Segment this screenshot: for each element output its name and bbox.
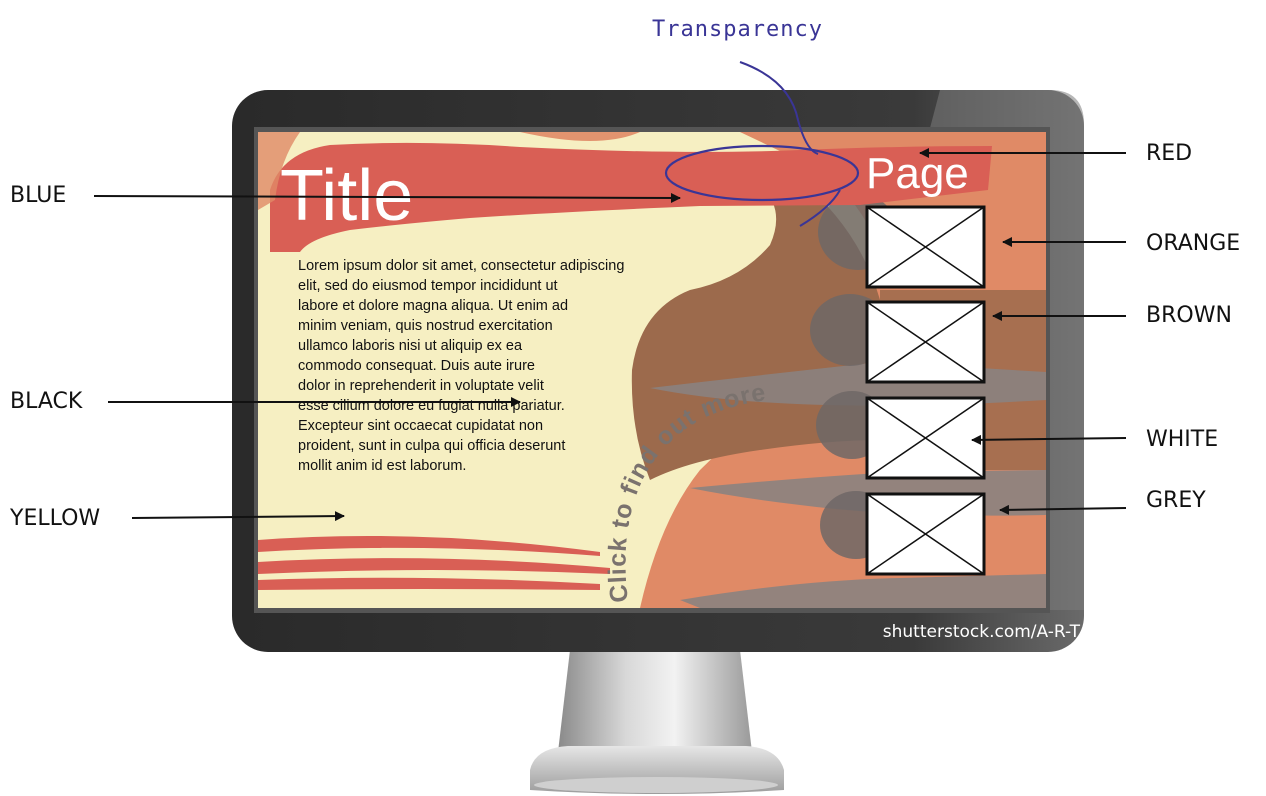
body-line: minim veniam, quis nostrud exercitation (298, 318, 553, 334)
body-line: esse cilium dolore eu fugiat nulla paria… (298, 398, 565, 414)
callout-yellow: YELLOW (9, 506, 345, 531)
label-orange: ORANGE (1146, 231, 1240, 256)
body-line: commodo consequat. Duis aute irure (298, 358, 535, 374)
arrow-yellow (131, 511, 345, 522)
credit-text: shutterstock.com/A-R-T (883, 622, 1081, 642)
monitor-stand (530, 650, 784, 794)
body-line: ullamco laboris nisi ut aliquip ex ea (298, 338, 523, 354)
label-red: RED (1146, 141, 1192, 166)
callout-black: BLACK (10, 389, 521, 414)
callout-grey: GREY (999, 488, 1206, 515)
label-brown: BROWN (1146, 303, 1232, 328)
arrow-white (971, 434, 1127, 445)
callout-red: RED (919, 141, 1192, 166)
body-line: mollit anim id est laborum. (298, 458, 466, 474)
callout-orange: ORANGE (1002, 231, 1240, 256)
lorem-paragraph: Lorem ipsum dolor sit amet, consectetur … (298, 258, 624, 474)
body-line: dolor in reprehenderit in voluptate veli… (298, 378, 544, 394)
body-line: Excepteur sint occaecat cupidatat non (298, 418, 543, 434)
image-placeholder-1[interactable] (865, 205, 986, 289)
label-black: BLACK (10, 389, 83, 414)
body-line: labore et dolore magna aliqua. Ut enim a… (298, 298, 568, 314)
callout-white: WHITE (971, 427, 1218, 452)
body-line: proident, sunt in culpa qui officia dese… (298, 438, 565, 454)
label-blue: BLUE (10, 183, 66, 208)
image-placeholder-3[interactable] (865, 396, 986, 480)
body-line: elit, sed do eiusmod tempor incididunt u… (298, 278, 558, 294)
screen: Title Page Lorem ipsum dolor sit amet, c… (258, 132, 1046, 608)
body-line: Lorem ipsum dolor sit amet, consectetur … (298, 258, 624, 274)
label-white: WHITE (1146, 427, 1218, 452)
transparency-ellipse (664, 144, 860, 202)
arrow-blue (93, 192, 681, 203)
arrow-grey (999, 504, 1127, 515)
transparency-label: Transparency (652, 17, 823, 42)
label-yellow: YELLOW (9, 506, 100, 531)
screen-page-label: Page (866, 149, 969, 198)
image-placeholder-4[interactable] (865, 492, 986, 576)
image-placeholder-2[interactable] (865, 300, 986, 384)
callout-blue: BLUE (10, 183, 681, 208)
callout-brown: BROWN (992, 303, 1232, 328)
label-grey: GREY (1146, 488, 1206, 513)
transparency-annotation: Transparency (652, 17, 860, 227)
